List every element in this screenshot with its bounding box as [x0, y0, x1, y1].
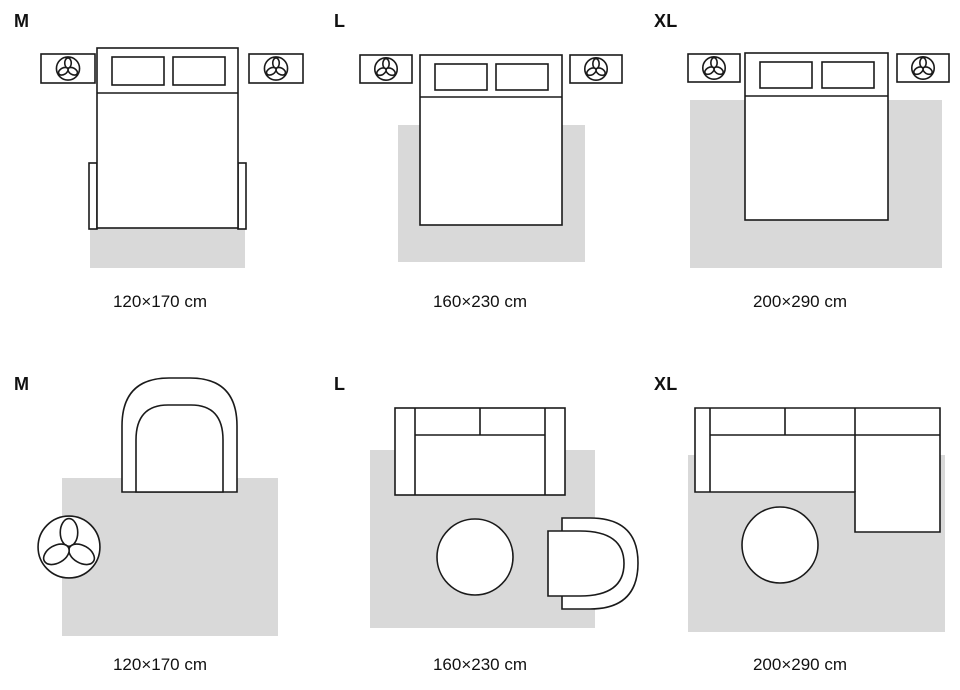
bedroom-m-illustration: [40, 47, 304, 268]
dimension-label: 200×290 cm: [752, 292, 848, 311]
pillow-right: [495, 63, 549, 91]
plant-icon: [374, 57, 398, 81]
pillow-right: [172, 56, 226, 86]
plant-icon: [702, 56, 726, 80]
dimension-label: 160×230 cm: [432, 655, 528, 674]
plant-icon: [55, 56, 81, 81]
panel-living-xl: XL 200×290 cm: [640, 345, 960, 690]
dimension-label: 160×230 cm: [432, 292, 528, 311]
coffee-table: [436, 518, 514, 596]
dimension-label: 120×170 cm: [112, 292, 208, 311]
size-label: XL: [654, 11, 678, 31]
nightstand-left: [40, 53, 96, 84]
plant-icon: [263, 56, 289, 81]
size-label: M: [14, 374, 30, 394]
panel-bedroom-xl: XL 200×290 cm: [640, 0, 960, 345]
pillow-left: [111, 56, 165, 86]
pillow-left: [434, 63, 488, 91]
living-xl-illustration: [688, 407, 945, 632]
bedroom-l-illustration: [359, 54, 623, 262]
nightstand-left: [687, 53, 741, 83]
size-label: M: [14, 11, 30, 31]
panel-bedroom-m: M 120×170 cm: [0, 0, 320, 345]
coffee-table: [741, 506, 819, 584]
bed-leg-right: [237, 162, 247, 230]
size-label: L: [334, 374, 346, 394]
nightstand-left: [359, 54, 413, 84]
armchair-seat: [135, 404, 224, 493]
bed-leg-left: [88, 162, 98, 230]
panel-living-l: L 160×230 cm: [320, 345, 640, 690]
size-label: L: [334, 11, 346, 31]
nightstand-right: [248, 53, 304, 84]
plant-icon: [911, 56, 935, 80]
pillow-right: [821, 61, 875, 89]
pillow-left: [759, 61, 813, 89]
panel-bedroom-l: L 160×230 cm: [320, 0, 640, 345]
panel-living-m: M 120×170 cm: [0, 345, 320, 690]
dimension-label: 200×290 cm: [752, 655, 848, 674]
nightstand-right: [896, 53, 950, 83]
nightstand-right: [569, 54, 623, 84]
size-label: XL: [654, 374, 678, 394]
sectional-sofa: [694, 407, 941, 533]
living-m-illustration: [36, 377, 278, 636]
living-l-illustration: [370, 407, 639, 628]
plant-icon: [584, 57, 608, 81]
dimension-label: 120×170 cm: [112, 655, 208, 674]
armchair: [547, 517, 639, 610]
potted-plant-icon: [36, 514, 102, 580]
sofa: [394, 407, 566, 496]
bedroom-xl-illustration: [687, 52, 950, 268]
